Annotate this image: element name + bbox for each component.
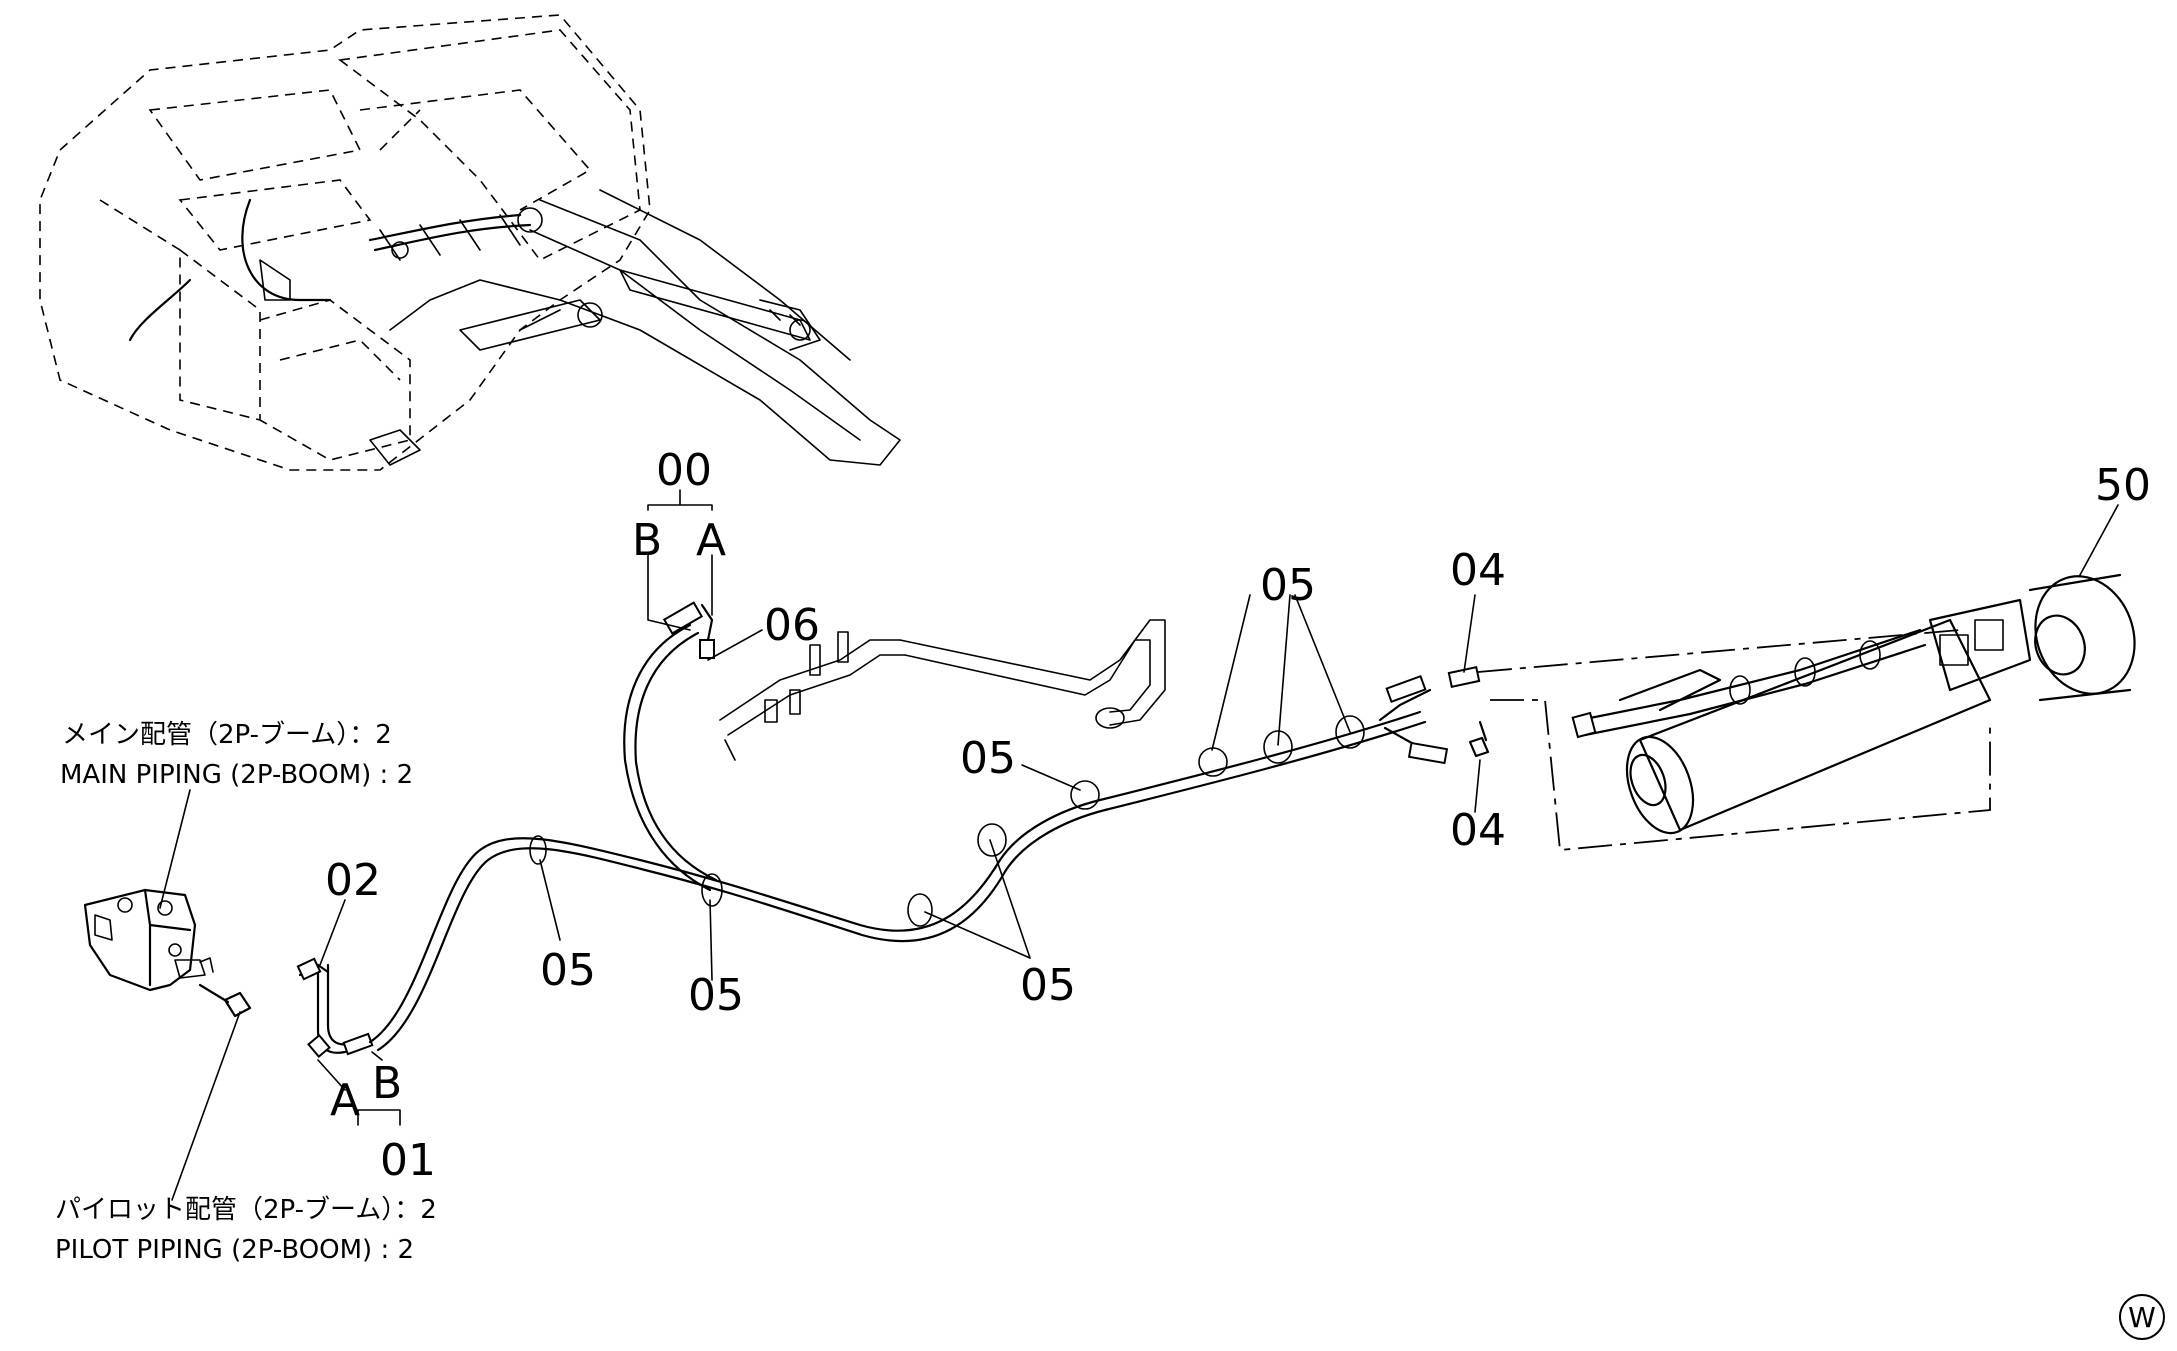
leader-lines: [159, 489, 2119, 1201]
callout-labels: 00 B A 06 02 A B 01 05 05 05 05 05 04 04…: [325, 445, 2151, 1186]
control-valve-illustration: [83, 888, 252, 1018]
letter-top-b: B: [632, 515, 662, 566]
excavator-overview-illustration: [39, 14, 901, 471]
callout-05-left: 05: [540, 945, 596, 996]
letter-top-a: A: [696, 515, 726, 566]
callout-00: 00: [656, 445, 712, 496]
corner-mark-letter: W: [2128, 1301, 2156, 1334]
corner-mark: W: [2119, 1294, 2165, 1340]
hose-clamps: [529, 715, 1365, 927]
callout-01: 01: [380, 1135, 436, 1186]
letter-bottom-b: B: [372, 1058, 402, 1109]
piping-notes: メイン配管（2P-ブーム）：2 MAIN PIPING (2P-BOOM) : …: [55, 720, 437, 1265]
letter-bottom-a: A: [330, 1075, 360, 1126]
main-piping-note-en: MAIN PIPING (2P-BOOM) : 2: [60, 760, 413, 790]
callout-05-c: 05: [960, 733, 1016, 784]
callout-02: 02: [325, 855, 381, 906]
main-piping-note-jp: メイン配管（2P-ブーム）：2: [62, 720, 392, 750]
pilot-piping-note-en: PILOT PIPING (2P-BOOM) : 2: [55, 1235, 414, 1265]
callout-04-top: 04: [1450, 545, 1506, 596]
callout-50: 50: [2095, 460, 2151, 511]
boom-cylinder-illustration: [1477, 573, 2136, 851]
hose-routing: [296, 601, 1490, 1059]
callout-06: 06: [764, 600, 820, 651]
callout-05-top: 05: [1260, 560, 1316, 611]
callout-04-bottom: 04: [1450, 805, 1506, 856]
callout-05-b: 05: [1020, 960, 1076, 1011]
callout-05-a: 05: [688, 970, 744, 1021]
pilot-piping-note-jp: パイロット配管（2P-ブーム）：2: [55, 1195, 437, 1225]
